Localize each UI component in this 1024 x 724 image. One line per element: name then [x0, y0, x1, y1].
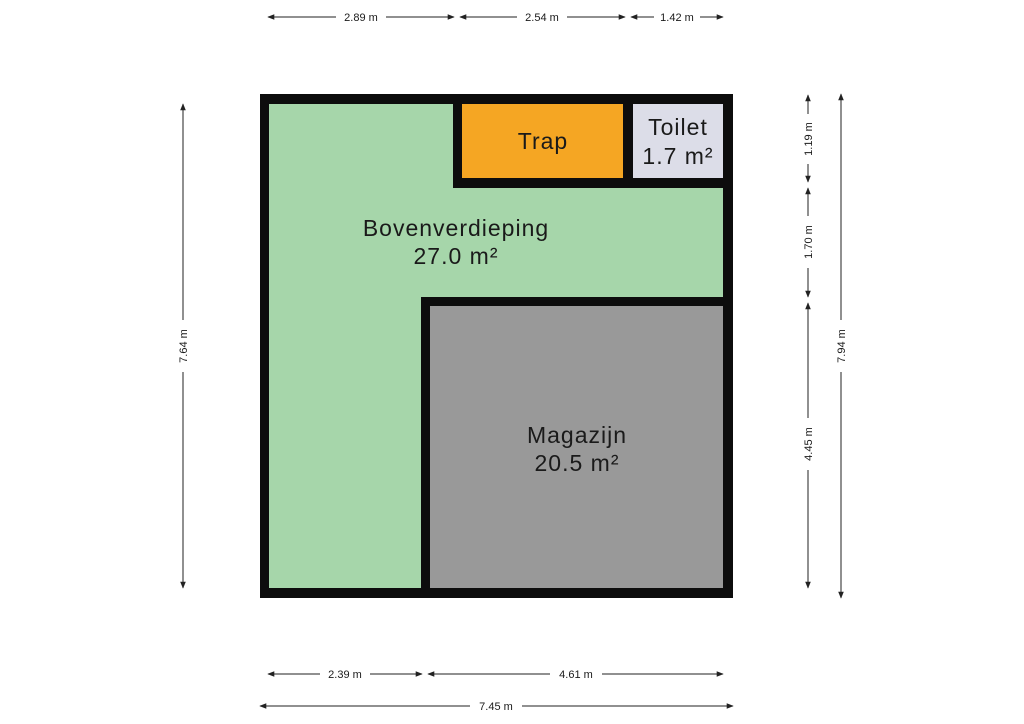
- dim-bottom-2: 4.61 m: [559, 669, 593, 681]
- room-magazijn: [430, 306, 723, 588]
- magazijn-area: 20.5 m²: [535, 450, 620, 476]
- dim-right-2: 1.70 m: [803, 225, 815, 259]
- dim-right-1: 1.19 m: [803, 122, 815, 156]
- toilet-name: Toilet: [648, 114, 708, 140]
- room-toilet: [633, 104, 723, 178]
- dim-bottom-1: 2.39 m: [328, 669, 362, 681]
- bovenverdieping-area: 27.0 m²: [414, 243, 499, 269]
- bovenverdieping-name: Bovenverdieping: [363, 215, 549, 241]
- magazijn-name: Magazijn: [527, 422, 627, 448]
- dim-top-3: 1.42 m: [660, 12, 694, 24]
- room-trap: [462, 104, 623, 178]
- trap-name: Trap: [518, 128, 568, 154]
- dim-bottom-total: 7.45 m: [479, 701, 513, 713]
- room-bovenverdieping: [269, 104, 723, 588]
- dim-top-2: 2.54 m: [525, 12, 559, 24]
- dim-right-total: 7.94 m: [836, 329, 848, 363]
- dim-left-total: 7.64 m: [178, 329, 190, 363]
- toilet-area: 1.7 m²: [642, 143, 713, 169]
- dim-top-1: 2.89 m: [344, 12, 378, 24]
- dim-right-3: 4.45 m: [803, 427, 815, 461]
